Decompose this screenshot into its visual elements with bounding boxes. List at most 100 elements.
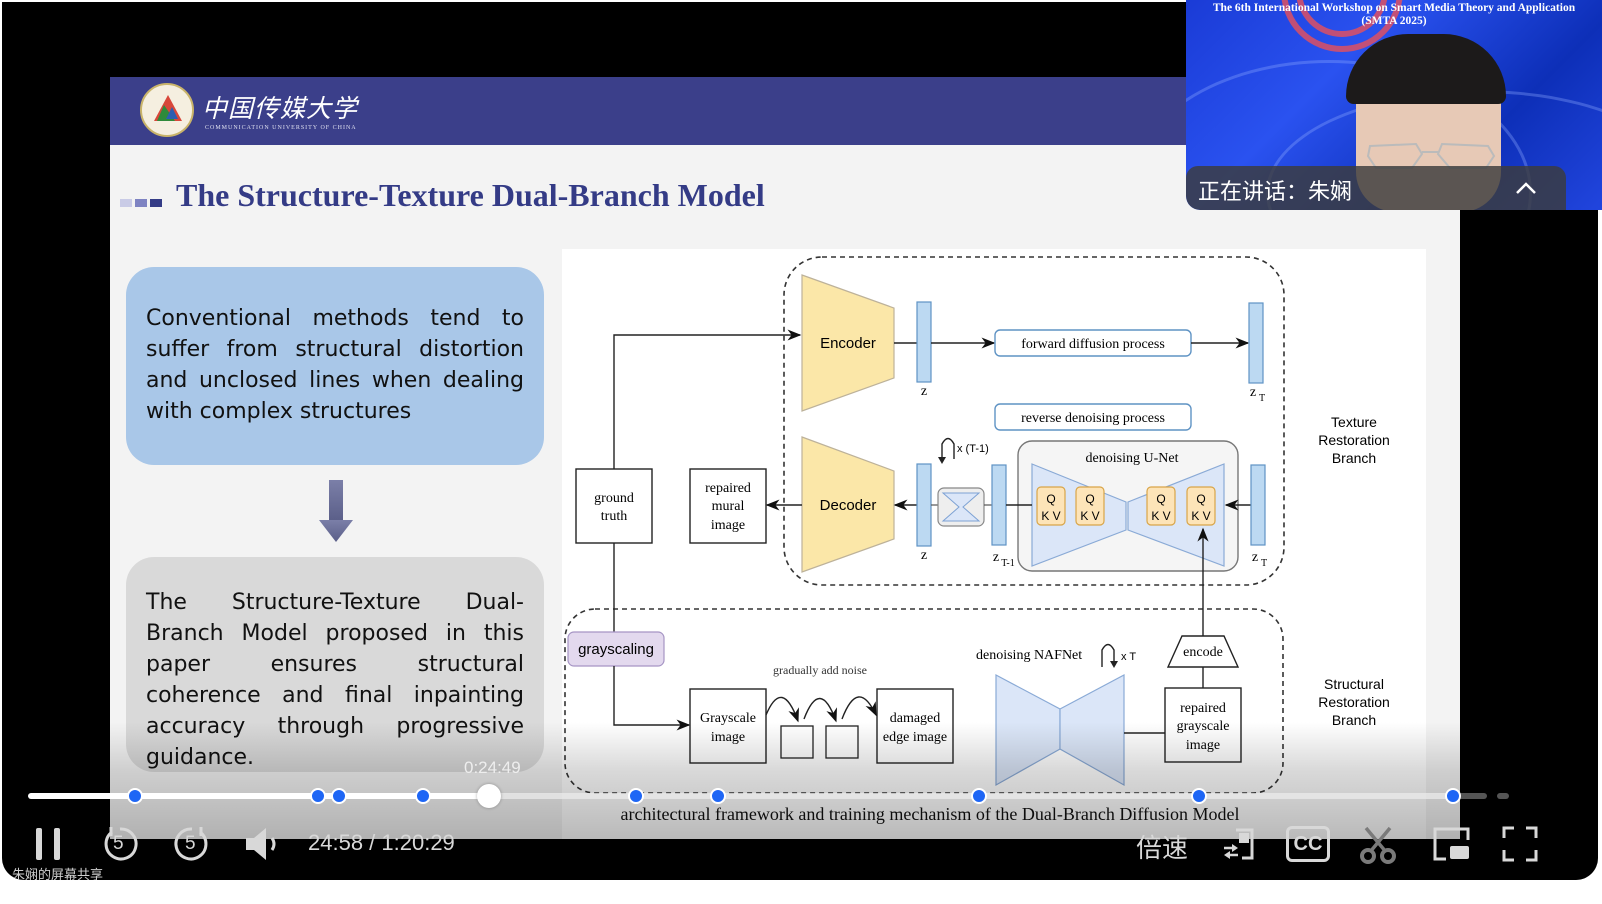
forward-icon <box>174 827 208 861</box>
loop-arrow-icon <box>1101 643 1115 667</box>
latent-z-bottom <box>916 463 932 547</box>
time-display: 24:58 / 1:20:29 <box>308 830 455 855</box>
fullscreen-button[interactable] <box>1502 826 1538 862</box>
progress-segment[interactable] <box>1496 793 1509 799</box>
svg-text:K V: K V <box>1041 509 1060 523</box>
texture-branch-frame <box>783 256 1285 586</box>
svg-text:edge image: edge image <box>883 730 947 745</box>
svg-text:T-1: T-1 <box>1001 558 1015 569</box>
switch-view-button[interactable] <box>1222 826 1258 862</box>
svg-text:Grayscale: Grayscale <box>700 711 756 726</box>
clip-button[interactable] <box>1358 826 1398 864</box>
chapter-marker[interactable] <box>1445 788 1462 804</box>
ground-truth-label: ground <box>594 491 634 506</box>
svg-text:K V: K V <box>1080 509 1099 523</box>
progress-segment[interactable] <box>640 793 713 799</box>
encode-block <box>1166 635 1240 668</box>
svg-text:Restoration: Restoration <box>1318 694 1390 710</box>
chapter-marker[interactable] <box>415 788 432 804</box>
reverse-denoising-box <box>994 403 1192 431</box>
down-arrow-icon <box>319 480 353 542</box>
svg-text:denoising U-Net: denoising U-Net <box>1086 451 1179 466</box>
slide-title: The Structure-Texture Dual-Branch Model <box>176 177 765 213</box>
svg-text:z: z <box>993 550 999 565</box>
svg-text:grayscale: grayscale <box>1177 719 1230 734</box>
svg-text:Q: Q <box>1085 492 1094 506</box>
attention-block: Q K V <box>1186 486 1216 526</box>
rewind-icon <box>104 827 138 861</box>
repaired-grayscale-box <box>1164 687 1242 763</box>
svg-text:repaired: repaired <box>1180 701 1226 716</box>
svg-text:encode: encode <box>1183 645 1223 660</box>
title-bullet-icon <box>120 194 165 212</box>
forward-5-button[interactable]: 5 <box>172 824 212 864</box>
screen-share-label: 朱娴的屏幕共享 <box>12 868 104 880</box>
svg-text:grayscaling: grayscaling <box>578 641 654 658</box>
svg-text:Q: Q <box>1156 492 1165 506</box>
svg-text:T: T <box>1259 393 1265 404</box>
picture-in-picture-button[interactable] <box>1432 826 1472 862</box>
chapter-marker[interactable] <box>1190 788 1207 804</box>
loop-arrow-icon <box>941 437 955 461</box>
svg-text:z: z <box>1252 550 1258 565</box>
attention-block: Q K V <box>1146 486 1176 526</box>
svg-text:damaged: damaged <box>890 711 941 726</box>
progress-segment[interactable] <box>1203 793 1449 799</box>
latent-zT1 <box>991 464 1007 546</box>
svg-text:repaired: repaired <box>705 481 751 496</box>
svg-text:Restoration: Restoration <box>1318 432 1390 448</box>
university-logo-icon <box>140 83 194 137</box>
latent-z-top <box>916 301 932 383</box>
svg-text:x T: x T <box>1121 651 1136 663</box>
progress-segment[interactable] <box>722 793 975 799</box>
svg-text:image: image <box>711 518 745 533</box>
progress-segment[interactable] <box>428 793 631 799</box>
chapter-marker[interactable] <box>627 788 644 804</box>
university-name-en: COMMUNICATION UNIVERSITY OF CHINA <box>205 125 357 131</box>
progress-segment[interactable] <box>139 793 313 799</box>
rewind-5-button[interactable]: 5 <box>100 824 140 864</box>
svg-text:gradually add noise: gradually add noise <box>773 663 867 677</box>
encoder-block <box>801 274 895 412</box>
grayscale-image-box <box>689 688 767 764</box>
volume-button[interactable] <box>242 826 282 862</box>
closed-captions-button[interactable]: CC <box>1286 826 1330 862</box>
svg-text:image: image <box>711 730 745 745</box>
forward-seconds: 5 <box>185 833 196 854</box>
svg-text:Texture: Texture <box>1331 414 1377 430</box>
playback-speed-button[interactable]: 倍速 <box>1136 834 1189 864</box>
repaired-mural-box <box>689 468 767 544</box>
progress-segment[interactable] <box>1458 793 1487 799</box>
svg-text:Branch: Branch <box>1332 450 1376 466</box>
chapter-marker[interactable] <box>126 788 143 804</box>
progress-segment[interactable] <box>322 793 334 799</box>
solution-statement: The Structure-Texture Dual-Branch Model … <box>126 557 544 772</box>
latent-zT-bottom <box>1250 464 1266 546</box>
svg-text:denoising NAFNet: denoising NAFNet <box>976 648 1082 663</box>
speaker-webcam[interactable]: The 6th International Workshop on Smart … <box>1186 0 1602 210</box>
progress-bar[interactable] <box>28 784 1514 808</box>
chapter-marker[interactable] <box>971 788 988 804</box>
svg-text:K V: K V <box>1191 509 1210 523</box>
chapter-marker[interactable] <box>709 788 726 804</box>
progress-segment[interactable] <box>984 793 1194 799</box>
scrubber-handle[interactable] <box>477 784 502 808</box>
svg-text:Q: Q <box>1196 492 1205 506</box>
progress-segment[interactable] <box>28 793 130 799</box>
hover-timestamp: 0:24:49 <box>464 758 521 777</box>
speaking-indicator: 正在讲话：朱娴 <box>1198 180 1353 205</box>
chapter-marker[interactable] <box>309 788 326 804</box>
structural-branch-frame <box>564 608 1284 794</box>
progress-segment[interactable] <box>343 793 419 799</box>
svg-text:z: z <box>921 548 927 563</box>
pause-button[interactable] <box>34 826 64 862</box>
ground-truth-box <box>575 468 653 544</box>
architecture-diagram: ground truth repaired mural image Encode… <box>562 249 1426 839</box>
svg-text:truth: truth <box>601 509 627 524</box>
chevron-up-icon[interactable] <box>1514 176 1538 200</box>
damaged-edge-image-box <box>876 688 954 764</box>
svg-text:reverse denoising process: reverse denoising process <box>1021 411 1165 426</box>
chapter-marker[interactable] <box>330 788 347 804</box>
svg-text:x (T-1): x (T-1) <box>957 443 989 455</box>
svg-text:Decoder: Decoder <box>820 497 877 514</box>
